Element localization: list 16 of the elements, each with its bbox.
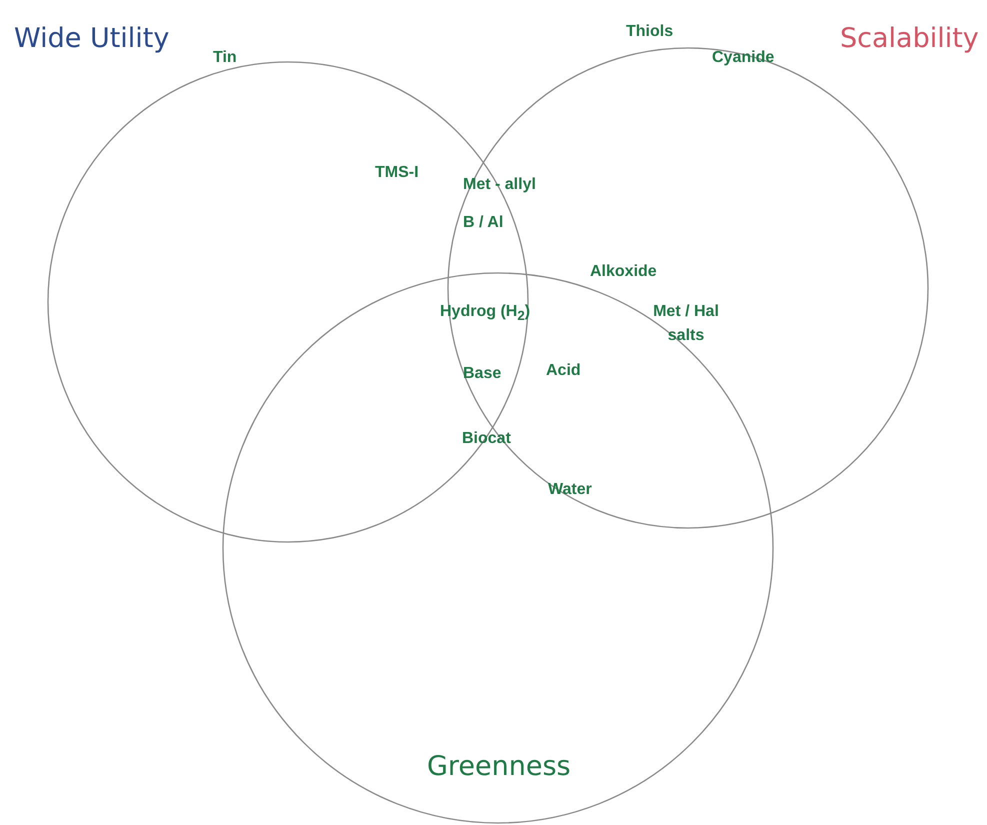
region-label: Hydrog (H$_{2}$) (440, 302, 530, 326)
set-title: Greenness (427, 752, 571, 782)
set-title: Wide Utility (14, 24, 170, 54)
region-label: Biocat (462, 429, 511, 449)
region-label: Acid (546, 361, 581, 381)
region-label: TMS-I (375, 163, 419, 183)
region-label: Alkoxide (590, 262, 657, 282)
region-label: Met / Hal salts (652, 302, 720, 346)
region-label: Water (548, 480, 592, 500)
region-label: Cyanide (712, 48, 774, 68)
region-label: B / Al (463, 213, 504, 233)
region-label: Met - allyl (463, 175, 536, 195)
region-label: Base (463, 364, 502, 384)
region-label: Tin (213, 48, 237, 68)
set-title: Scalability (840, 24, 979, 54)
region-label: Thiols (626, 22, 674, 42)
